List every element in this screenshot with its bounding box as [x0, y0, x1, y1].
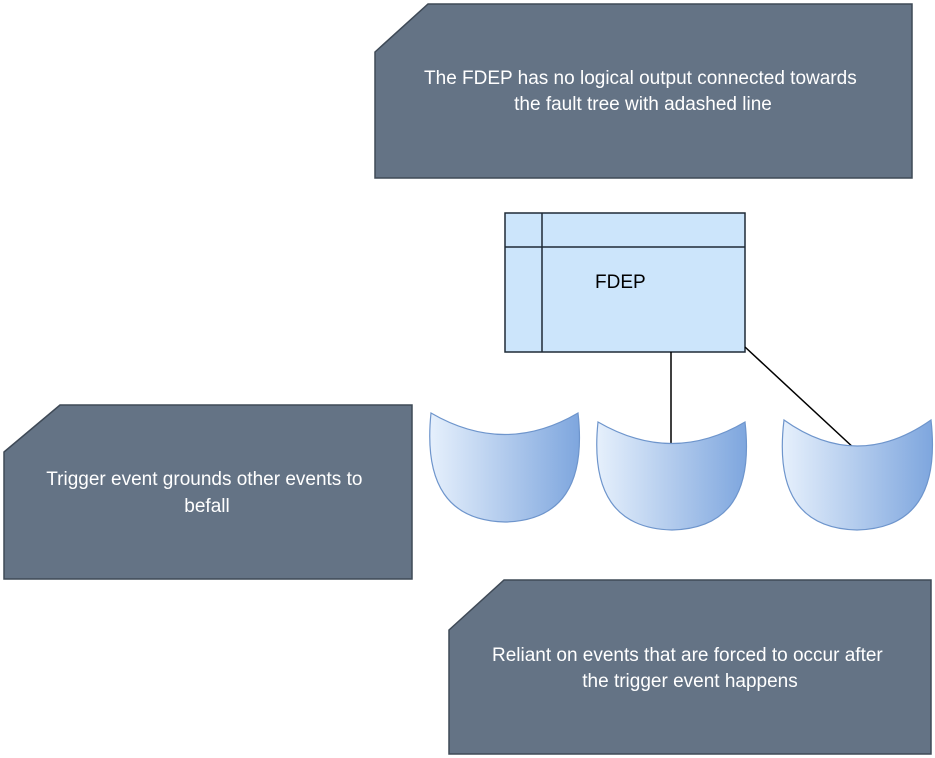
note-trigger-event-line-2: befall [184, 496, 229, 517]
note-reliant-events-line-1: Reliant on events that are forced to occ… [492, 645, 883, 666]
fdep-gate: FDEP [504, 212, 746, 353]
fdep-gate-body [504, 212, 746, 353]
note-reliant-events-line-2: the trigger event happens [582, 671, 798, 692]
note-reliant-events: Reliant on events that are forced to occ… [448, 579, 932, 755]
note-trigger-event: Trigger event grounds other events to be… [3, 404, 413, 580]
note-fdep-output: The FDEP has no logical output connected… [374, 3, 913, 179]
note-fdep-output-line-1: The FDEP has no logical output connected… [424, 68, 857, 89]
dependent-event-left [429, 412, 581, 523]
note-reliant-events-shape [448, 579, 932, 755]
svg-text:Trigger event grounds other ev: Trigger event grounds other events to be… [46, 469, 367, 517]
note-trigger-event-shape [3, 404, 413, 580]
note-fdep-output-line-2: the fault tree with adashed line [514, 94, 772, 115]
svg-text:Reliant on events that are for: Reliant on events that are forced to occ… [492, 645, 888, 692]
note-trigger-event-line-1: Trigger event grounds other events to [46, 469, 362, 490]
dependent-event-middle [596, 421, 748, 531]
dependent-event-right [781, 418, 934, 531]
svg-text:The FDEP has no logical output: The FDEP has no logical output connected… [424, 68, 862, 115]
fdep-gate-label: FDEP [595, 272, 646, 293]
connector-to-right-event [744, 346, 857, 451]
note-fdep-output-shape [374, 3, 913, 179]
